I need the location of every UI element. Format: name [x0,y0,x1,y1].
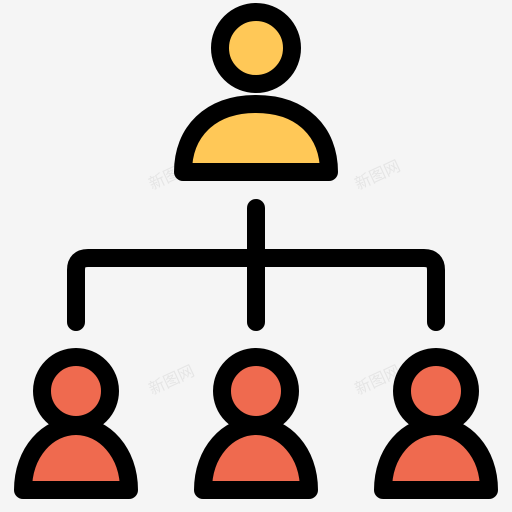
bottom-center-person-head [213,348,299,434]
top-person-head [211,3,301,93]
top-person-icon [174,3,338,181]
bottom-center-person-icon [194,348,318,499]
bottom-right-person-body [374,417,498,499]
bottom-left-person-body [14,417,138,499]
watermark-text: 新图网 [146,361,198,399]
bottom-right-person-icon [374,348,498,499]
bottom-center-person-body [194,417,318,499]
top-person-body [174,95,338,181]
watermark-text: 新图网 [352,156,404,194]
connector-branch [67,249,445,331]
bottom-left-person-icon [14,348,138,499]
bottom-right-person-head [393,348,479,434]
connector-lines [67,199,445,331]
bottom-left-person-head [33,348,119,434]
